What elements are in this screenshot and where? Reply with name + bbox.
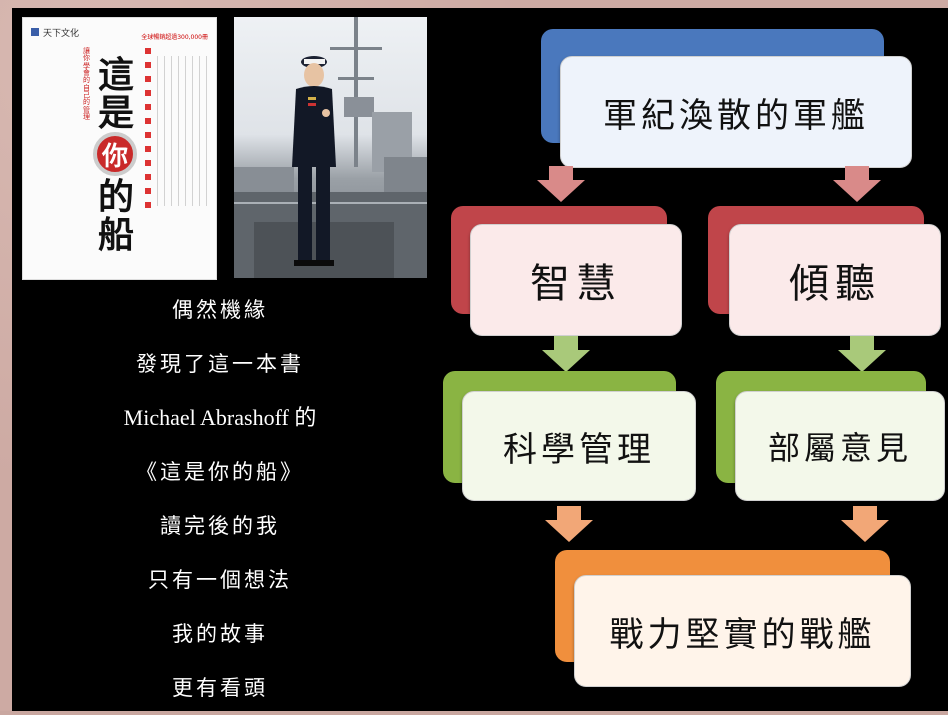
book-subtitle: 讓你學會的自己的管理 [83, 47, 90, 122]
arrow-down-icon [545, 506, 593, 542]
book-title-char-1: 這 [97, 55, 134, 96]
arrow-down-icon [537, 166, 585, 202]
book-publisher: 天下文化 [43, 29, 80, 39]
book-text-columns [157, 56, 207, 206]
story-line-1: 偶然機緣 [172, 298, 268, 322]
book-title-char-3: 你 [93, 132, 137, 176]
left-node-2-label: 科學管理 [462, 391, 696, 501]
story-text: 偶然機緣 發現了這一本書 Michael Abrashoff 的 《這是你的船》… [70, 283, 370, 715]
left-node-1-label: 智慧 [470, 224, 682, 336]
arrow-down-icon [838, 336, 886, 372]
story-line-7: 我的故事 [172, 622, 268, 646]
book-copies-badge: 全球暢銷超過300,000冊 [141, 34, 208, 41]
book-title-char-4: 的 [97, 177, 134, 218]
book-title-char-5: 船 [97, 215, 134, 256]
right-node-2-label: 部屬意見 [735, 391, 945, 501]
arrow-down-icon [841, 506, 889, 542]
story-line-6: 只有一個想法 [148, 568, 292, 592]
arrow-down-icon [833, 166, 881, 202]
story-line-5: 讀完後的我 [160, 514, 280, 538]
story-line-3: Michael Abrashoff 的 [123, 405, 317, 430]
top-node-label: 軍紀渙散的軍艦 [560, 56, 912, 168]
publisher-logo-icon [31, 28, 39, 36]
arrow-down-icon [542, 336, 590, 372]
story-line-2: 發現了這一本書 [136, 352, 304, 376]
officer-photo [234, 17, 427, 278]
bottom-node-label: 戰力堅實的戰艦 [574, 575, 911, 687]
book-title-char-2: 是 [97, 93, 134, 134]
right-node-1-label: 傾聽 [729, 224, 941, 336]
story-line-8: 更有看頭 [172, 676, 268, 700]
officer-on-ship-illustration [234, 17, 427, 278]
story-line-4: 《這是你的船》 [136, 460, 304, 484]
book-cover-image: 天下文化 全球暢銷超過300,000冊 讓你學會的自己的管理 這 是 你 的 船 [22, 17, 217, 280]
book-decoration-lines [145, 48, 151, 208]
